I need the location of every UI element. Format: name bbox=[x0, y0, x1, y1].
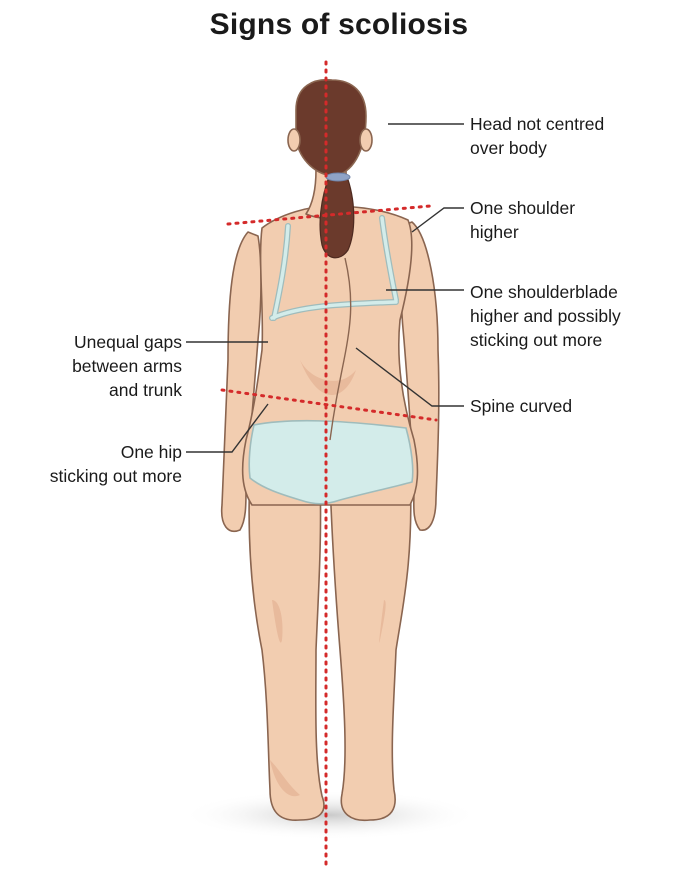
label-unequal-gaps: Unequal gaps between arms and trunk bbox=[20, 330, 182, 402]
right-ear bbox=[360, 129, 372, 151]
label-one-shoulder-higher: One shoulder higher bbox=[470, 196, 575, 244]
right-leg bbox=[330, 470, 411, 820]
left-ear bbox=[288, 129, 300, 151]
left-leg bbox=[249, 470, 324, 820]
hair-tie bbox=[326, 173, 350, 181]
label-shoulderblade: One shoulderblade higher and possibly st… bbox=[470, 280, 621, 352]
label-spine-curved: Spine curved bbox=[470, 394, 572, 418]
head bbox=[296, 80, 366, 176]
leader-shoulder bbox=[412, 208, 464, 232]
label-head-not-centred: Head not centred over body bbox=[470, 112, 604, 160]
label-hip-sticking-out: One hip sticking out more bbox=[8, 440, 182, 488]
floor-shadow bbox=[180, 790, 480, 840]
